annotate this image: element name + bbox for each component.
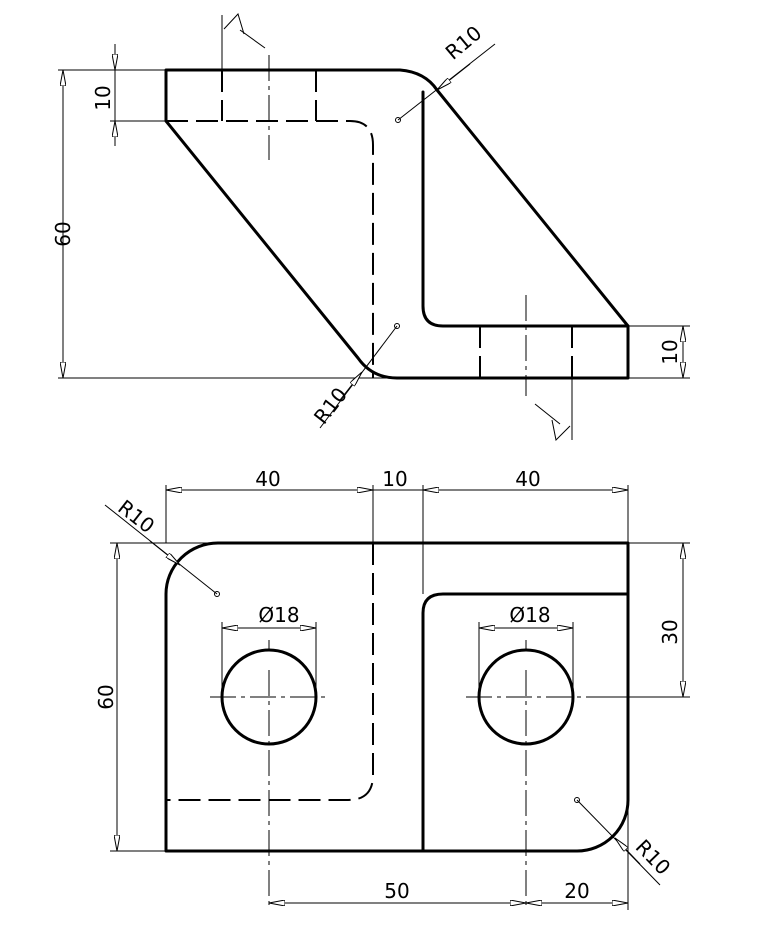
section-mark-bottom: [534, 378, 573, 442]
dim-bottom-flange: 10: [658, 339, 682, 364]
top-inner-edge: [421, 592, 630, 853]
dim-step: 30: [658, 619, 682, 644]
front-hidden-edge: [166, 120, 374, 378]
top-outline: [164, 541, 630, 853]
dim-top-height: 60: [94, 684, 118, 709]
dim-right-width: 40: [515, 467, 540, 491]
radius-top-left: R10: [113, 495, 159, 538]
top-hidden-edge: [166, 543, 374, 801]
front-outline: [164, 68, 630, 380]
front-inner-edge: [421, 90, 630, 328]
dim-top-flange: 10: [91, 85, 115, 110]
section-mark-top: [221, 13, 266, 70]
dim-left-width: 40: [255, 467, 280, 491]
dim-hole-spacing: 50: [384, 879, 409, 903]
dim-web: 10: [382, 467, 407, 491]
front-view: 60 10 10 R10 R10: [51, 13, 690, 442]
top-view: 40 10 40 Ø18 Ø18 60 30 50 20: [94, 467, 690, 910]
radius-front-bottom: R10: [309, 383, 352, 429]
dim-hole-left: Ø18: [258, 603, 299, 627]
radius-front-top: R10: [441, 21, 487, 65]
dim-hole-right: Ø18: [509, 603, 550, 627]
dim-front-height: 60: [51, 221, 75, 246]
radius-bottom-right: R10: [631, 835, 676, 880]
dim-hole-edge: 20: [564, 879, 589, 903]
